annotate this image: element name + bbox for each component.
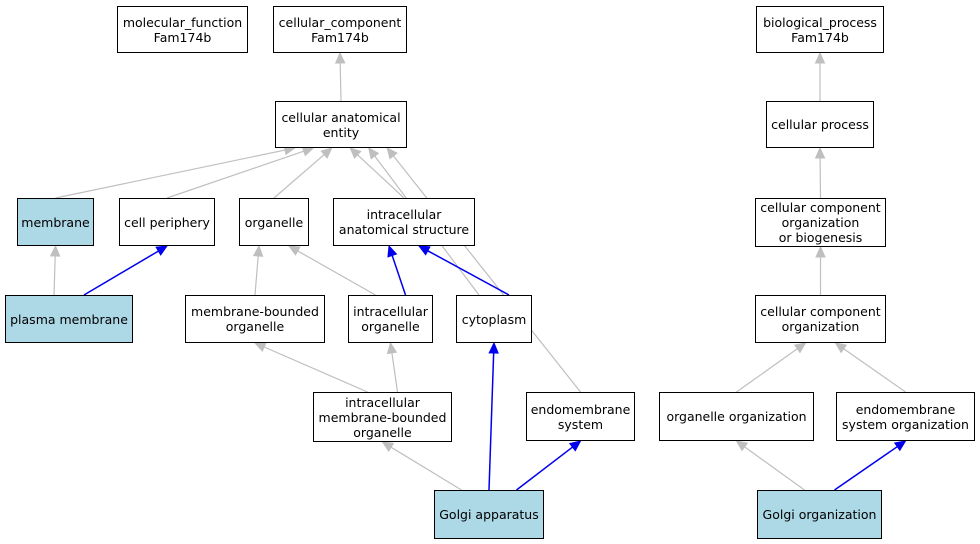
node-golgi-apparatus[interactable]: Golgi apparatus [434,490,544,539]
arrowhead-cyto-to-cae [367,147,380,160]
edge-io-to-ias [391,255,407,296]
node-membrane-bounded-organelle[interactable]: membrane-bounded organelle [185,295,325,343]
edge-oo-to-cco [736,348,798,393]
node-molecular-function[interactable]: molecular_function Fam174b [117,6,248,53]
node-biological-process[interactable]: biological_process Fam174b [756,6,884,53]
edge-imbo-to-mbo [263,346,368,393]
node-cellular-component-organization[interactable]: cellular component organization [755,295,886,343]
node-cellular-anatomical-entity[interactable]: cellular anatomical entity [275,101,407,148]
edge-ems-to-cae [392,155,581,393]
edge-imbo-to-io [391,352,399,393]
arrowhead-pm-to-cp [155,245,169,256]
edge-io-to-org [297,250,376,296]
arrowhead-oo-to-cco [793,342,807,354]
edge-cae-to-cc [339,62,342,102]
edge-org-to-cae [273,154,325,199]
node-cellular-component-organization-or-biogenesis[interactable]: cellular component organization or bioge… [755,198,886,247]
edge-mbo-to-org [254,255,259,296]
node-organelle[interactable]: organelle [239,198,309,246]
edge-pm-to-mem [53,255,56,296]
arrowhead-ccob-to-cproc [814,146,826,159]
edge-mem-to-cae [55,149,286,199]
edge-go-to-emso [834,446,898,491]
edge-cp-to-cae [166,150,305,199]
node-intracellular-organelle[interactable]: intracellular organelle [348,295,433,343]
arrowhead-cae-to-cc [334,51,346,64]
edge-ga-to-cyto [488,352,495,491]
edge-ga-to-imbo [390,446,462,491]
node-organelle-organization[interactable]: organelle organization [659,392,814,441]
edge-ias-to-cae [357,154,405,199]
arrowhead-ga-to-ems [568,440,582,452]
node-cell-periphery[interactable]: cell periphery [119,198,215,246]
node-cytoplasm[interactable]: cytoplasm [456,295,532,343]
arrowhead-ga-to-cyto [488,341,499,354]
edge-go-to-oo [744,446,805,491]
node-plasma-membrane[interactable]: plasma membrane [5,295,133,343]
arrowhead-emso-to-cco [834,342,848,354]
arrowhead-cco-to-ccob [815,245,826,258]
edge-emso-to-cco [843,348,906,393]
arrowhead-imbo-to-io [386,341,398,355]
node-golgi-organization[interactable]: Golgi organization [757,490,882,539]
arrowhead-io-to-org [287,245,301,256]
arrowhead-go-to-emso [893,440,907,452]
node-membrane[interactable]: membrane [17,198,94,246]
node-intracellular-membrane-bounded-organelle[interactable]: intracellular membrane-bounded organelle [313,392,452,442]
edge-pm-to-cp [83,250,159,296]
arrowhead-io-to-ias [387,244,398,258]
arrowhead-mbo-to-org [252,244,264,257]
arrowhead-go-to-oo [735,440,749,452]
node-endomembrane-system-organization[interactable]: endomembrane system organization [836,392,975,441]
node-endomembrane-system[interactable]: endomembrane system [526,392,635,441]
edge-cyto-to-ias [427,250,510,296]
arrowhead-pm-to-mem [49,244,61,257]
arrowhead-cyto-to-ias [417,245,431,256]
arrowhead-org-to-cae [320,147,333,159]
node-cellular-component[interactable]: cellular_component Fam174b [273,6,407,53]
arrowhead-cp-to-cae [301,146,315,157]
node-cellular-process[interactable]: cellular process [766,101,874,148]
arrowhead-ias-to-cae [349,147,362,160]
arrowhead-cproc-to-bp [814,51,826,64]
arrowhead-ems-to-cae [386,147,398,160]
node-intracellular-anatomical-structure[interactable]: intracellular anatomical structure [333,198,475,246]
edge-ga-to-ems [516,446,574,491]
arrowhead-ga-to-imbo [381,441,395,452]
arrowhead-imbo-to-mbo [253,342,267,353]
